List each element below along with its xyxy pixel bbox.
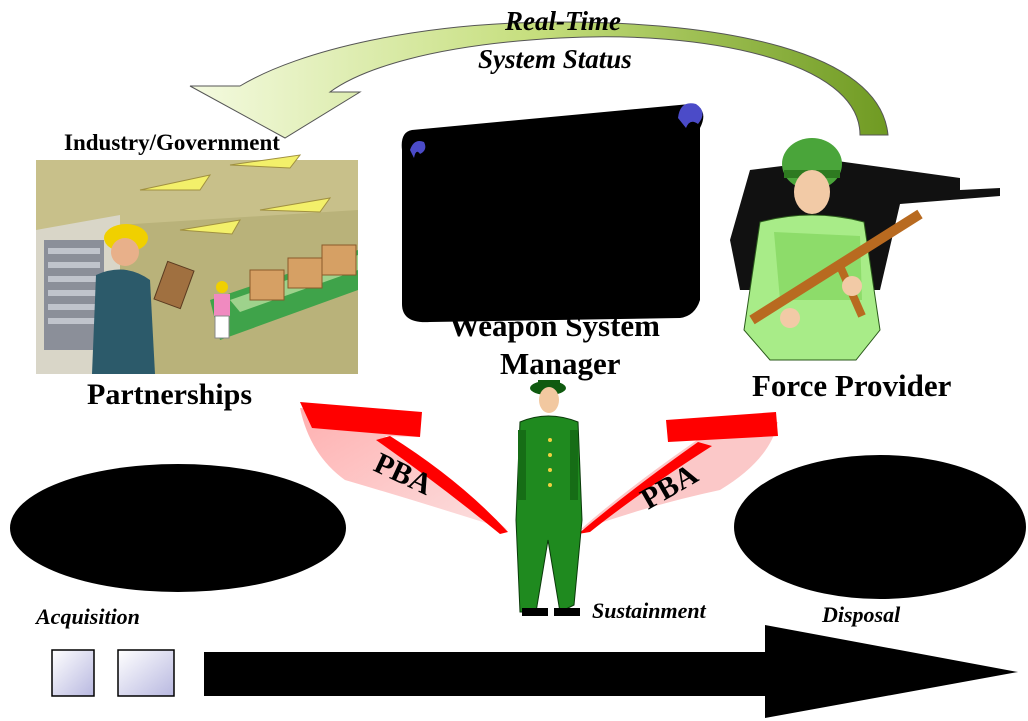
industry-government-label: Industry/Government xyxy=(64,130,280,155)
lifecycle-arrow xyxy=(204,625,1018,718)
soldier-tank-clipart xyxy=(730,138,1000,361)
scroll-icon xyxy=(401,103,704,323)
acquisition-label: Acquisition xyxy=(36,604,140,629)
right-ellipse xyxy=(734,455,1026,599)
manager-label-line1: Weapon System xyxy=(449,308,660,343)
feedback-label-line1: Real-Time xyxy=(505,6,621,36)
disposal-label: Disposal xyxy=(822,602,901,627)
lifecycle-box-2 xyxy=(117,649,175,697)
sustainment-label: Sustainment xyxy=(592,598,706,623)
warehouse-worker-clipart xyxy=(36,154,358,374)
partnerships-label: Partnerships xyxy=(87,378,252,411)
manager-label-line2: Manager xyxy=(500,346,621,381)
officer-clipart xyxy=(515,380,583,616)
pba-arrow-right xyxy=(578,412,778,534)
feedback-arrow xyxy=(189,21,889,139)
force-provider-label: Force Provider xyxy=(752,368,952,403)
feedback-label-line2: System Status xyxy=(478,44,632,74)
left-ellipse xyxy=(10,464,346,592)
pba-arrow-left xyxy=(300,402,508,534)
lifecycle-box-1 xyxy=(51,649,95,697)
